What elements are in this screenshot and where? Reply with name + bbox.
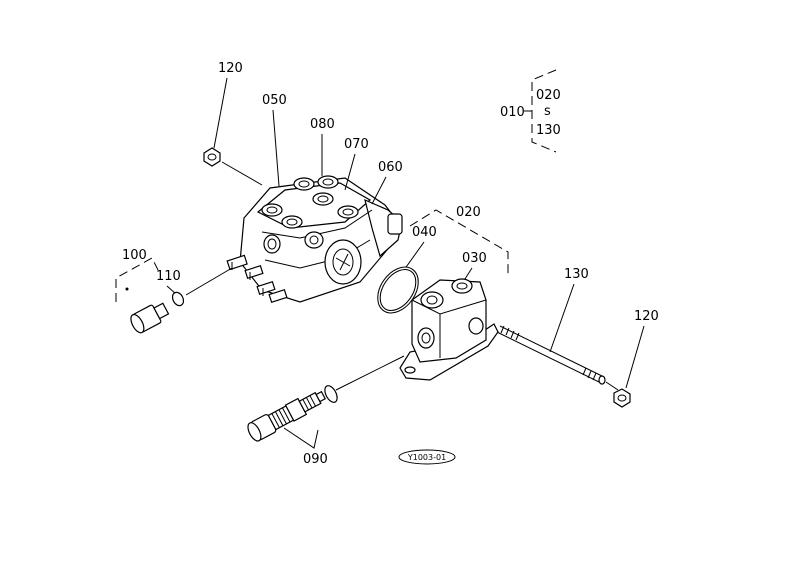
label-040[interactable]: 040 (412, 225, 437, 240)
assembly-range-callout: 010 020 s 130 (500, 69, 561, 153)
label-080[interactable]: 080 (310, 117, 335, 132)
drawing-id-text: Y1003-01 (407, 453, 446, 462)
part-120-nut-right[interactable]: 120 (613, 309, 659, 408)
part-040-o-ring[interactable]: 040 (371, 225, 437, 319)
part-100-plug[interactable]: 100 (115, 248, 170, 335)
part-030-end-block[interactable]: 030 (399, 251, 499, 381)
label-range-130[interactable]: 130 (536, 123, 561, 138)
part-110-o-ring[interactable]: 110 (156, 267, 233, 308)
valve-body-labels: 050 080 070 060 (262, 93, 403, 205)
label-030[interactable]: 030 (462, 251, 487, 266)
label-110[interactable]: 110 (156, 269, 181, 284)
label-120-top[interactable]: 120 (218, 61, 243, 76)
label-range-020[interactable]: 020 (536, 88, 561, 103)
label-090[interactable]: 090 (303, 452, 328, 467)
control-valve-body[interactable] (226, 175, 403, 304)
label-020[interactable]: 020 (456, 205, 481, 220)
drawing-id-stamp: Y1003-01 (398, 449, 456, 465)
label-range-separator: s (544, 104, 551, 119)
part-120-nut-top[interactable]: 120 (203, 61, 263, 186)
part-090-relief-valve[interactable]: 090 (245, 355, 405, 467)
label-010[interactable]: 010 (500, 105, 525, 120)
label-130[interactable]: 130 (564, 267, 589, 282)
part-130-tie-rod[interactable]: 130 (496, 267, 619, 391)
label-050[interactable]: 050 (262, 93, 287, 108)
label-100[interactable]: 100 (122, 248, 147, 263)
label-120-right[interactable]: 120 (634, 309, 659, 324)
part-020-group: 020 (409, 205, 509, 276)
label-070[interactable]: 070 (344, 137, 369, 152)
label-060[interactable]: 060 (378, 160, 403, 175)
